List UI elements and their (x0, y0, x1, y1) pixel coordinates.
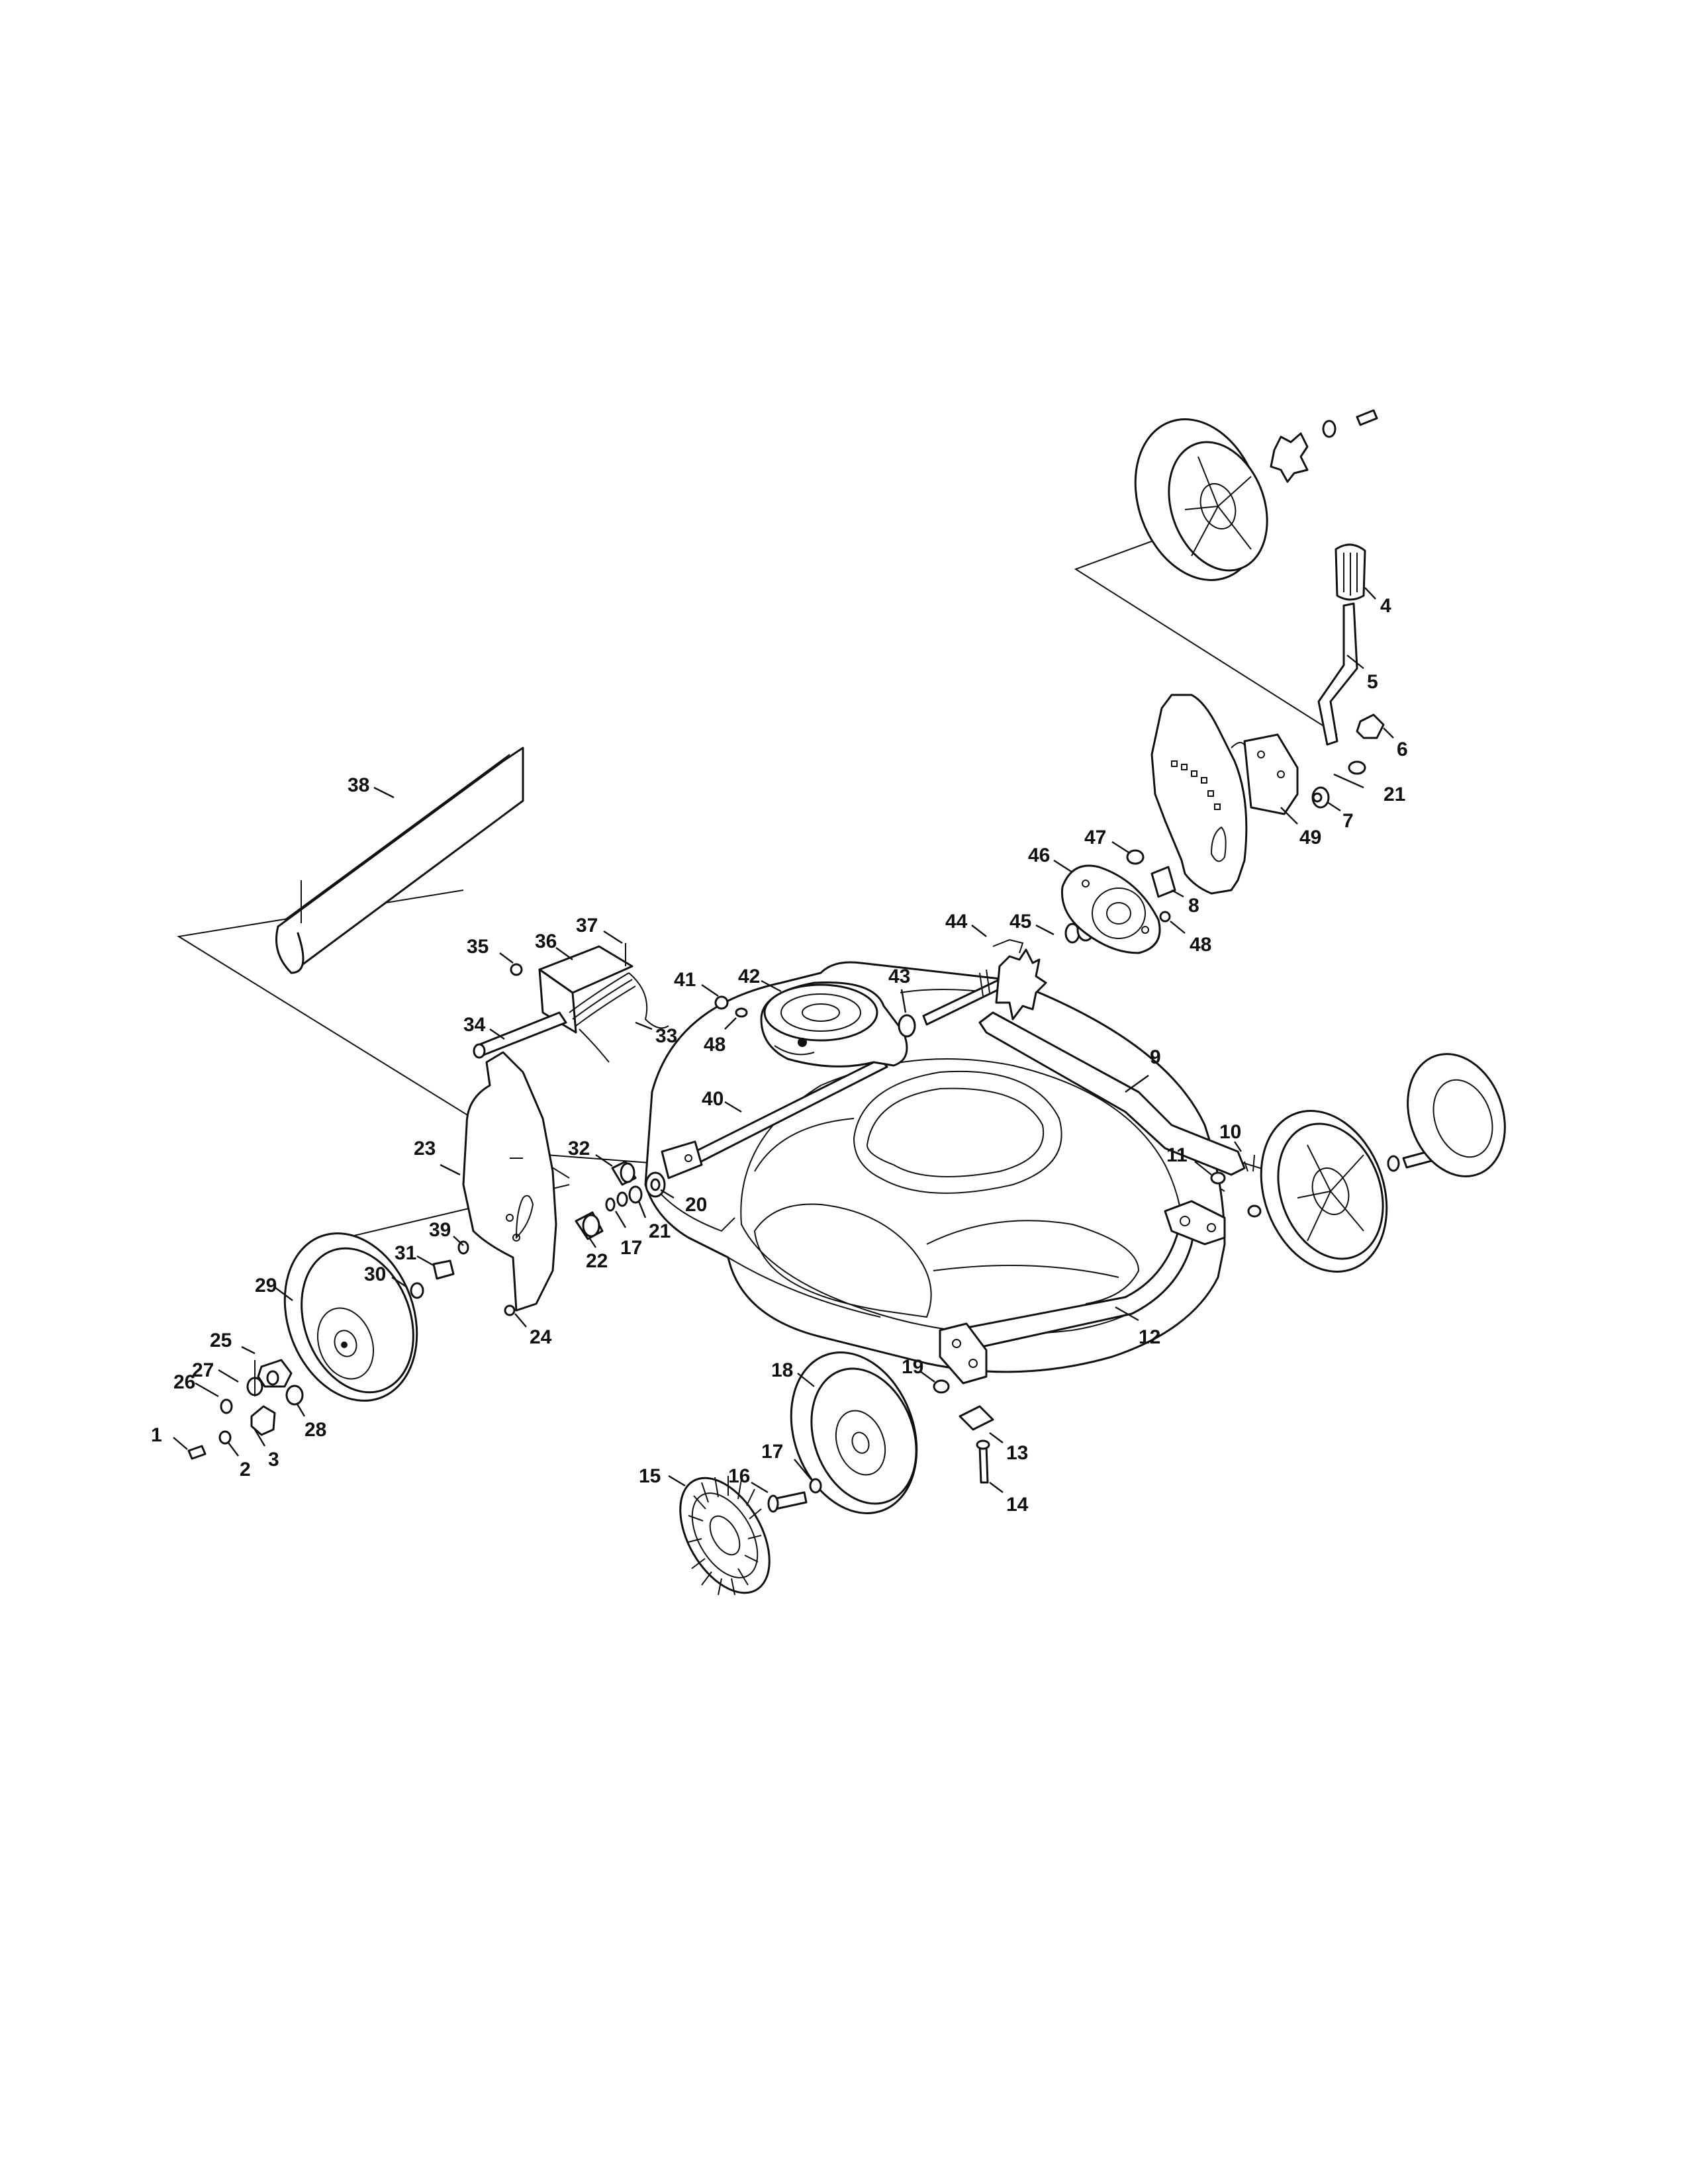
callout-17-front: 17 (761, 1441, 783, 1463)
callout-9: 9 (1150, 1046, 1161, 1068)
callout-44: 44 (945, 911, 968, 933)
front-right-wheel-part (1247, 1053, 1506, 1273)
callout-5: 5 (1367, 671, 1378, 693)
front-left-wheel-part (790, 1351, 918, 1514)
callout-4: 4 (1380, 595, 1391, 617)
callout-6: 6 (1397, 739, 1408, 760)
lever-bracket-part (1243, 713, 1385, 815)
callout-39: 39 (429, 1219, 451, 1241)
drive-sprocket-part (922, 938, 1047, 1026)
callout-47: 47 (1084, 827, 1106, 848)
rear-baffle-part (275, 747, 524, 974)
callout-46: 46 (1028, 844, 1050, 866)
callout-26: 26 (173, 1371, 195, 1393)
callout-3: 3 (268, 1449, 279, 1471)
callout-25: 25 (210, 1330, 232, 1351)
gear-cover-nut (1159, 911, 1171, 923)
callout-2: 2 (240, 1459, 251, 1480)
spring-bracket-part (538, 943, 669, 1063)
callout-13: 13 (1006, 1442, 1028, 1464)
callout-42: 42 (738, 966, 760, 987)
callout-20: 20 (685, 1194, 707, 1216)
plate-screw-part (504, 1304, 516, 1316)
left-height-plate-part (462, 1051, 557, 1312)
callout-8: 8 (1188, 895, 1199, 917)
callout-21-right: 21 (1383, 784, 1405, 805)
front-axle-hardware (1210, 1154, 1255, 1185)
rear-left-wheel-part (283, 1232, 418, 1402)
callout-37: 37 (576, 915, 598, 936)
hubcap-part (679, 1476, 771, 1596)
callout-48-right: 48 (1190, 934, 1211, 956)
lever-knob-part (1335, 543, 1366, 601)
callout-49: 49 (1299, 827, 1321, 848)
callout-18: 18 (771, 1359, 793, 1381)
right-height-plate-part (1150, 694, 1248, 895)
callout-labels: 1 2 3 4 5 6 7 8 9 10 11 12 13 (151, 587, 1408, 1516)
callout-14: 14 (1006, 1494, 1029, 1516)
callout-30: 30 (364, 1263, 386, 1285)
callout-34: 34 (463, 1014, 486, 1036)
callout-23: 23 (414, 1138, 436, 1160)
bracket-screw-part (510, 963, 523, 976)
callout-41: 41 (674, 969, 696, 991)
callout-28: 28 (305, 1419, 326, 1441)
callout-40: 40 (702, 1088, 724, 1110)
callout-36: 36 (535, 931, 557, 952)
callout-7: 7 (1342, 810, 1354, 832)
callout-29: 29 (255, 1275, 277, 1297)
callout-31: 31 (395, 1242, 416, 1264)
gear-parts (1126, 849, 1176, 898)
callout-1: 1 (151, 1424, 162, 1446)
callout-43: 43 (888, 966, 910, 987)
callout-32: 32 (568, 1138, 590, 1160)
callout-45: 45 (1009, 911, 1031, 933)
callout-12: 12 (1139, 1326, 1160, 1348)
callout-24: 24 (530, 1326, 552, 1348)
callout-16: 16 (728, 1465, 750, 1487)
gear-cover-part (1060, 864, 1161, 954)
callout-38: 38 (348, 774, 369, 796)
front-axle-part (978, 1011, 1248, 1176)
transmission-nuts (714, 995, 748, 1018)
transmission-part (760, 981, 908, 1068)
front-bracket-part (939, 1322, 994, 1431)
pivot-rod-part (473, 1011, 567, 1059)
front-bracket-hardware (933, 1379, 990, 1484)
front-wheel-bolt (767, 1478, 822, 1513)
callout-17-center: 17 (620, 1237, 642, 1259)
callout-15: 15 (639, 1465, 661, 1487)
rear-right-wheel-part (1134, 409, 1378, 581)
height-lever-part (1317, 602, 1358, 746)
callout-27: 27 (192, 1359, 214, 1381)
callout-35: 35 (467, 936, 489, 958)
axle-bushing-part (898, 1014, 916, 1038)
callout-10: 10 (1219, 1121, 1241, 1143)
callout-11: 11 (1166, 1144, 1188, 1166)
callout-19: 19 (902, 1356, 923, 1378)
callout-22: 22 (586, 1250, 608, 1272)
callout-48-left: 48 (704, 1034, 726, 1056)
left-wheel-hardware (187, 1359, 304, 1460)
center-bushings (575, 1160, 666, 1240)
left-axle-hardware (410, 1240, 469, 1299)
callout-33: 33 (655, 1025, 677, 1047)
rear-axle-part (661, 1058, 888, 1179)
callout-21-center: 21 (649, 1220, 671, 1242)
